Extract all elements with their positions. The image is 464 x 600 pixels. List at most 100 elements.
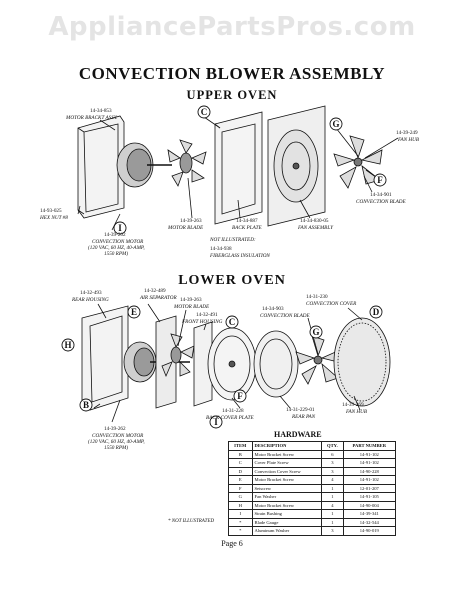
table-cell: H — [228, 500, 253, 510]
callout-e-lower — [127, 305, 141, 319]
lower-rear-pan — [253, 330, 299, 398]
upper-not-illustrated-label: NOT ILLUSTRATED: — [209, 237, 256, 243]
table-cell: Fan Washer — [251, 492, 323, 502]
callout-i-lower — [209, 415, 223, 429]
callout-h-lower-label: H — [64, 340, 71, 350]
table-cell: 3 — [321, 458, 344, 468]
table-cell: * — [228, 526, 253, 536]
lower-air-separator — [155, 315, 177, 409]
upper-conv-blade-num: 14-34-901 — [370, 192, 392, 198]
callout-i-upper — [113, 221, 127, 235]
upper-fanhub-num: 14-39-249 — [396, 130, 418, 136]
callout-g-lower-label: G — [312, 327, 319, 337]
callout-i-upper-label: I — [118, 223, 122, 233]
table-cell: 4 — [321, 500, 344, 510]
table-cell: 14-91-102 — [342, 458, 397, 468]
callout-f-upper-label: F — [377, 175, 383, 185]
lower-back-cover-plate — [207, 327, 257, 401]
lower-air-sep-name: AIR SEPARATOR — [139, 295, 177, 301]
lower-conv-blade-num: 14-34-903 — [262, 306, 284, 312]
upper-fan-assembly — [267, 105, 326, 227]
hardware-title: HARDWARE — [274, 430, 322, 439]
table-cell: Motor Bracket Screw — [251, 475, 323, 485]
callout-h-lower — [61, 338, 75, 352]
lower-motor-spec1: (120 VAC, 60 HZ, 40-AMP, — [88, 438, 145, 445]
upper-fan-assy-name: FAN ASSEMBLY — [297, 225, 334, 231]
page-title: CONVECTION BLOWER ASSEMBLY — [78, 64, 386, 83]
lower-motor-name: CONVECTION MOTOR — [92, 433, 144, 439]
lower-rear-housing-num: 14-32-493 — [80, 290, 102, 296]
table-cell: 12-01-207 — [342, 483, 397, 493]
lower-conv-cover-num: 14-31-230 — [306, 294, 328, 300]
callout-d-lower-label: D — [373, 307, 380, 317]
upper-motor-num: 14-39-262 — [104, 232, 126, 238]
hardware-col-qty: QTY. — [321, 441, 344, 451]
lower-fanhub-name: FAN HUB — [345, 409, 368, 415]
callout-b-lower — [79, 398, 93, 412]
upper-insulation-name: FIBERGLASS INSULATION — [209, 253, 270, 259]
table-cell: Convection Cover Screw — [251, 466, 323, 476]
upper-conv-blade-name: CONVECTION BLADE — [356, 199, 407, 205]
hardware-col-part-number: PART NUMBER — [342, 441, 397, 451]
lower-back-cover-num: 14-31-228 — [222, 408, 244, 414]
upper-motor-spec2: 1550 RPM) — [104, 250, 128, 257]
upper-backplate-num: 14-34-887 — [236, 218, 258, 224]
upper-hexnut-name: HEX NUT #8 — [39, 215, 68, 221]
upper-fan-assy-num: 14-34-830-05 — [300, 218, 329, 224]
table-cell: Blade Gauge — [251, 517, 323, 527]
callout-d-lower — [369, 305, 383, 319]
table-cell: Strain Bushing — [251, 509, 323, 519]
callout-e-lower-label: E — [131, 307, 137, 317]
table-cell: F — [228, 483, 253, 493]
lower-motor-blade-num: 14-39-263 — [180, 297, 202, 303]
lower-oven-heading: LOWER OVEN — [178, 273, 286, 288]
table-cell: C — [228, 458, 253, 468]
hardware-col-item: ITEM — [228, 441, 253, 451]
callout-f-lower — [233, 389, 247, 403]
upper-motor-spec1: (120 VAC, 60 HZ, 40-AMP, — [88, 244, 145, 251]
callout-f-lower-label: F — [237, 391, 243, 401]
lower-rear-housing — [81, 305, 129, 411]
table-cell: Motor Bracket Screw — [251, 449, 323, 459]
table-cell: 4 — [321, 475, 344, 485]
table-cell: Aluminum Washer — [251, 526, 323, 536]
lower-fanhub-num: 14-39-269 — [342, 402, 364, 408]
upper-fanhub-name: FAN HUB — [397, 137, 420, 143]
table-cell: D — [228, 466, 253, 476]
table-cell: 14-39-341 — [342, 509, 397, 519]
table-cell: 14-90-019 — [342, 526, 397, 536]
callout-f-upper — [373, 173, 387, 187]
upper-hexnut-num: 14-93-025 — [40, 208, 62, 214]
table-cell: 3 — [321, 526, 344, 536]
table-cell: 6 — [321, 449, 344, 459]
lower-front-housing-num: 14-32-491 — [196, 312, 218, 318]
lower-front-housing-name: FRONT HOUSING — [181, 319, 223, 325]
upper-insulation-num: 14-34-938 — [210, 246, 232, 252]
callout-b-lower-label: B — [83, 400, 89, 410]
lower-conv-blade-name: CONVECTION BLADE — [260, 313, 311, 319]
callout-g-upper — [329, 117, 343, 131]
upper-convection-motor — [116, 142, 172, 188]
table-cell: 14-91-105 — [342, 492, 397, 502]
upper-motor-name: CONVECTION MOTOR — [92, 239, 144, 245]
lower-convection-blade — [295, 335, 341, 385]
upper-motor-blade — [167, 139, 207, 187]
table-cell: Setscrew — [251, 483, 323, 493]
upper-blade-name: MOTOR BLADE — [167, 225, 204, 231]
callout-g-upper-label: G — [332, 119, 339, 129]
upper-motor-bracket — [77, 115, 125, 219]
callout-c-upper — [197, 105, 211, 119]
lower-conv-cover-name: CONVECTION COVER — [306, 301, 357, 307]
callout-c-upper-label: C — [201, 107, 208, 117]
callout-c-lower-label: C — [229, 317, 236, 327]
lower-rear-pan-num: 14-31-229-01 — [286, 407, 315, 413]
upper-bracket-num: 14-34-853 — [90, 108, 112, 114]
not-illustrated-note: * NOT ILLUSTRATED — [168, 519, 215, 524]
